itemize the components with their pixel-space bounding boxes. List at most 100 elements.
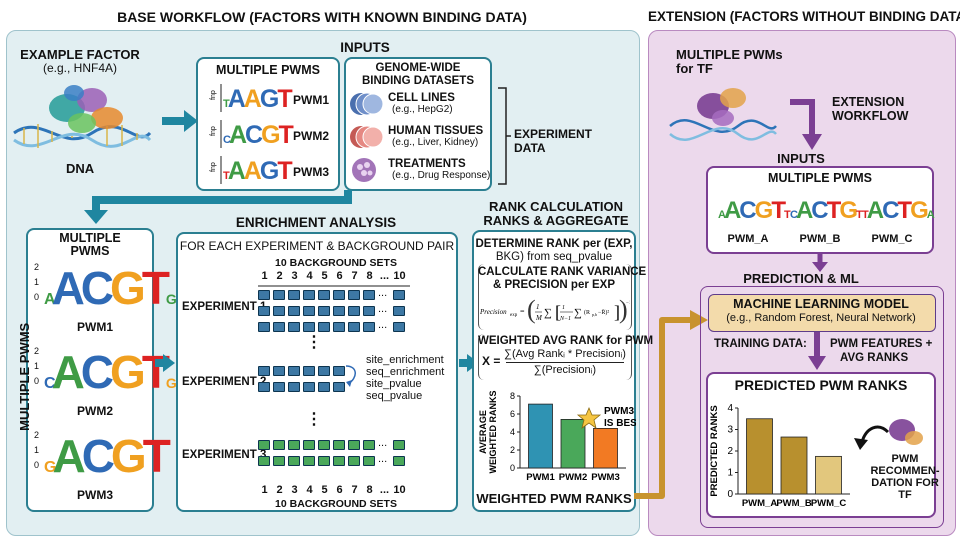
svg-text:fnp: fnp [210, 90, 217, 100]
enrichment-cell [318, 322, 330, 332]
svg-text:[: [ [555, 302, 561, 322]
experiment-data-line2: DATA [514, 141, 546, 155]
input-logo-row-1: fnp TAAGT PWM1 [210, 84, 329, 113]
enrichment-cell [288, 290, 300, 300]
input-pwm-label: PWM2 [293, 129, 329, 143]
enrichment-cell [318, 306, 330, 316]
enrichment-cell [393, 440, 405, 450]
arrow-to-prediction [812, 254, 828, 272]
extension-title: EXTENSION (FACTORS WITHOUT BINDING DATA) [648, 9, 960, 24]
precision-formula: Precision exp = ( 1 M ∑ [ 1 N−1 ∑ (R p,b… [480, 295, 630, 324]
enrichment-cell [333, 322, 345, 332]
chart1-tick-label: 8 [510, 391, 515, 401]
ext-logo-a: AACGTT PWM_A [714, 196, 791, 252]
grid-ellipsis: ... [378, 319, 388, 331]
multiple-pwms-box [26, 228, 154, 512]
logo-label: PWM1 [77, 320, 113, 334]
ext-pwms-title: MULTIPLE PWMS [768, 171, 872, 185]
chart1-category-label: PWM2 [559, 472, 588, 483]
predicted-title: PREDICTED PWM RANKS [734, 377, 908, 393]
ext-pwms-line2: for TF [676, 61, 713, 76]
ext-workflow-line1: EXTENSION [832, 95, 905, 109]
enrichment-cell [393, 322, 405, 332]
svg-text:]: ] [614, 302, 620, 322]
enrichment-cell [333, 440, 345, 450]
enrichment-cell [288, 366, 300, 376]
enrichment-cell [393, 456, 405, 466]
svg-text:p,b: p,b [592, 312, 597, 318]
grid-ellipsis: ... [378, 303, 388, 315]
enrichment-cell [348, 306, 360, 316]
dataset-list: CELL LINES (e.g., HepG2) HUMAN TISSUES (… [350, 88, 490, 188]
multiple-pwms-title-line1: MULTIPLE [59, 231, 121, 245]
enrichment-cell [333, 306, 345, 316]
enrichment-cell [303, 382, 315, 392]
input-pwms-box [196, 57, 340, 191]
recommendation-line: RECOMMEN- [870, 465, 940, 477]
chart1-category-label: PWM3 [591, 472, 620, 483]
enrichment-cell [273, 382, 285, 392]
chart1-bar [528, 403, 553, 469]
bg-number: 6 [336, 484, 343, 496]
ext-pwms-box [706, 166, 934, 254]
svg-text:fnp: fnp [210, 162, 217, 172]
chart2-tick-label: 0 [727, 489, 733, 500]
dataset-item-cell-lines: CELL LINES (e.g., HepG2) [350, 88, 490, 120]
metrics-callout-arrows [345, 365, 356, 387]
bg-number: 4 [306, 484, 313, 496]
bg-number: 5 [321, 484, 328, 496]
metric-seq-pvalue: seq_pvalue [366, 390, 423, 402]
experiment-1-label: EXPERIMENT 1 [182, 301, 267, 313]
input-logos: fnp TAAGT PWM1 fnp CACGT PWM2 fnp TAAGT … [205, 80, 335, 188]
svg-text:M: M [535, 314, 543, 322]
experiment-1-grid: ......... [258, 287, 408, 338]
example-factor-title: EXAMPLE FACTOR [20, 47, 140, 62]
training-arrow [808, 332, 826, 370]
bg-number: 1 [261, 270, 268, 282]
enrichment-cell [273, 322, 285, 332]
formula-fraction-bar [506, 362, 624, 363]
dataset-name: CELL LINES [388, 92, 455, 104]
enrichment-cell [303, 290, 315, 300]
enrichment-cell [303, 456, 315, 466]
enrichment-cell [348, 456, 360, 466]
dataset-example: (e.g., Liver, Kidney) [392, 137, 479, 148]
dataset-name: HUMAN TISSUES [388, 125, 484, 137]
ext-protein-dna-icon [669, 88, 777, 141]
star-icon [576, 406, 602, 429]
dataset-example: (e.g., HepG2) [392, 104, 453, 115]
experiment-3-grid: ...... [258, 437, 408, 476]
bg-number: 7 [351, 484, 358, 496]
enrichment-cell [258, 382, 270, 392]
chart1-ylabel: AVERAGEWEIGHTED RANKS [478, 391, 498, 474]
enrichment-cell [288, 306, 300, 316]
chart2-category-label: PWM_A [742, 498, 778, 509]
enrichment-cell [333, 290, 345, 300]
enrichment-cell [303, 322, 315, 332]
enrichment-cell [348, 322, 360, 332]
experiment-2-grid [258, 366, 348, 406]
formula-lhs: X = [482, 354, 501, 368]
training-line1: PWM FEATURES + [830, 338, 933, 350]
chart2-ylabel: PREDICTED RANKS [709, 405, 720, 496]
enrichment-cell [318, 290, 330, 300]
dna-label: DNA [66, 161, 95, 176]
enrichment-cell [318, 382, 330, 392]
rank-determine-line1: DETERMINE RANK per (EXP, [475, 238, 633, 250]
training-line2: AVG RANKS [840, 352, 909, 364]
svg-text:): ) [619, 295, 628, 324]
rank-title-line1: RANK CALCULATION [488, 199, 624, 214]
grid-ellipsis: ... [378, 287, 388, 299]
enrichment-cell [318, 456, 330, 466]
multiple-pwms-side-label: MULTIPLE PWMS [17, 322, 33, 431]
example-factor-subtitle: (e.g., HNF4A) [42, 61, 117, 75]
chart2-tick-label: 4 [727, 403, 733, 414]
enrichment-cell [348, 290, 360, 300]
input-pwms-title: MULTIPLE PWMS [216, 63, 320, 77]
chart2-bar [746, 418, 773, 495]
ext-logo-label: PWM_A [727, 233, 769, 245]
enrichment-cell [273, 366, 285, 376]
dataset-item-human-tissues: HUMAN TISSUES (e.g., Liver, Kidney) [350, 121, 490, 153]
weighted-ranks-footer: WEIGHTED PWM RANKS [476, 491, 632, 506]
